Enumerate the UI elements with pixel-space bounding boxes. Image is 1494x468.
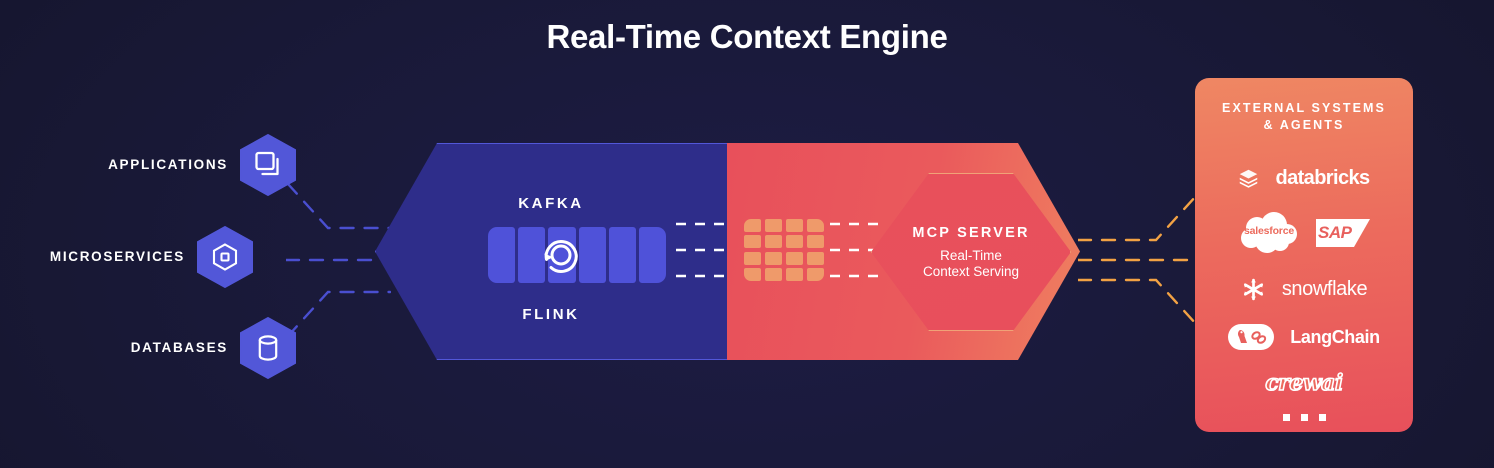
page-title: Real-Time Context Engine (546, 18, 948, 55)
external-systems-panel[interactable]: EXTERNAL SYSTEMS & AGENTS databricks (1195, 78, 1413, 432)
logo-item-snowflake[interactable]: snowflake (1195, 277, 1413, 302)
source-icon-microservices[interactable] (197, 226, 253, 288)
stream-to-serving-connectors (676, 222, 732, 278)
mcp-subtitle-line2: Context Serving (922, 263, 1020, 279)
ellipsis-dots (1282, 414, 1326, 421)
source-connectors (286, 182, 391, 338)
logo-row-salesforce-sap[interactable]: salesforce SAP (1195, 212, 1413, 254)
snowflake-flake-icon (1243, 278, 1263, 301)
logo-item-databricks[interactable]: databricks (1195, 167, 1413, 190)
serving-stage[interactable]: MCP SERVER Real-Time Context Serving (727, 143, 1080, 360)
partition-segment (578, 227, 606, 283)
source-label-applications: APPLICATIONS (108, 157, 228, 172)
partition-segment (488, 227, 516, 283)
database-cylinder-icon (258, 335, 278, 361)
external-connectors (1078, 194, 1198, 326)
kafka-label: KAFKA (518, 195, 584, 212)
sap-mark-icon (1316, 219, 1370, 247)
logo-item-salesforce[interactable]: salesforce (1238, 212, 1300, 254)
sap-label: SAP (1318, 223, 1352, 242)
hexagon-node-icon (212, 243, 238, 271)
mcp-subtitle-line1: Real-Time (940, 247, 1002, 263)
crewai-label: crewai (1264, 369, 1344, 397)
partition-segment (518, 227, 546, 283)
langchain-label: LangChain (1290, 326, 1380, 347)
external-systems-title: EXTERNAL SYSTEMS & AGENTS (1222, 100, 1386, 134)
langchain-parrot-icon (1228, 324, 1275, 350)
databricks-label: databricks (1275, 167, 1370, 189)
salesforce-label: salesforce (1244, 225, 1294, 237)
logo-item-langchain[interactable]: LangChain (1195, 324, 1413, 350)
partition-segment (608, 227, 636, 283)
mcp-server-subtitle: Real-Time Context Serving (923, 248, 1019, 280)
stream-processing-stage[interactable]: KAFKA FLINK (375, 143, 727, 360)
databricks-layers-icon (1240, 169, 1258, 188)
flink-label: FLINK (522, 306, 580, 323)
salesforce-cloud-icon (1241, 212, 1297, 253)
more-systems-indicator (1195, 414, 1413, 421)
external-title-line2: & AGENTS (1263, 118, 1345, 132)
app-windows-icon (255, 151, 279, 176)
external-title-line1: EXTERNAL SYSTEMS (1222, 101, 1386, 115)
snowflake-label: snowflake (1281, 278, 1368, 300)
source-label-databases: DATABASES (130, 340, 228, 355)
logo-item-sap[interactable]: SAP (1316, 219, 1370, 247)
partition-segment (638, 227, 667, 283)
data-grid-icon (744, 219, 824, 281)
source-label-microservices: MICROSERVICES (49, 249, 185, 264)
stream-loop-icon (544, 240, 578, 273)
source-icon-databases[interactable] (240, 317, 296, 379)
logo-item-crewai[interactable]: crewai (1195, 369, 1413, 397)
mcp-server-title: MCP SERVER (912, 224, 1030, 241)
